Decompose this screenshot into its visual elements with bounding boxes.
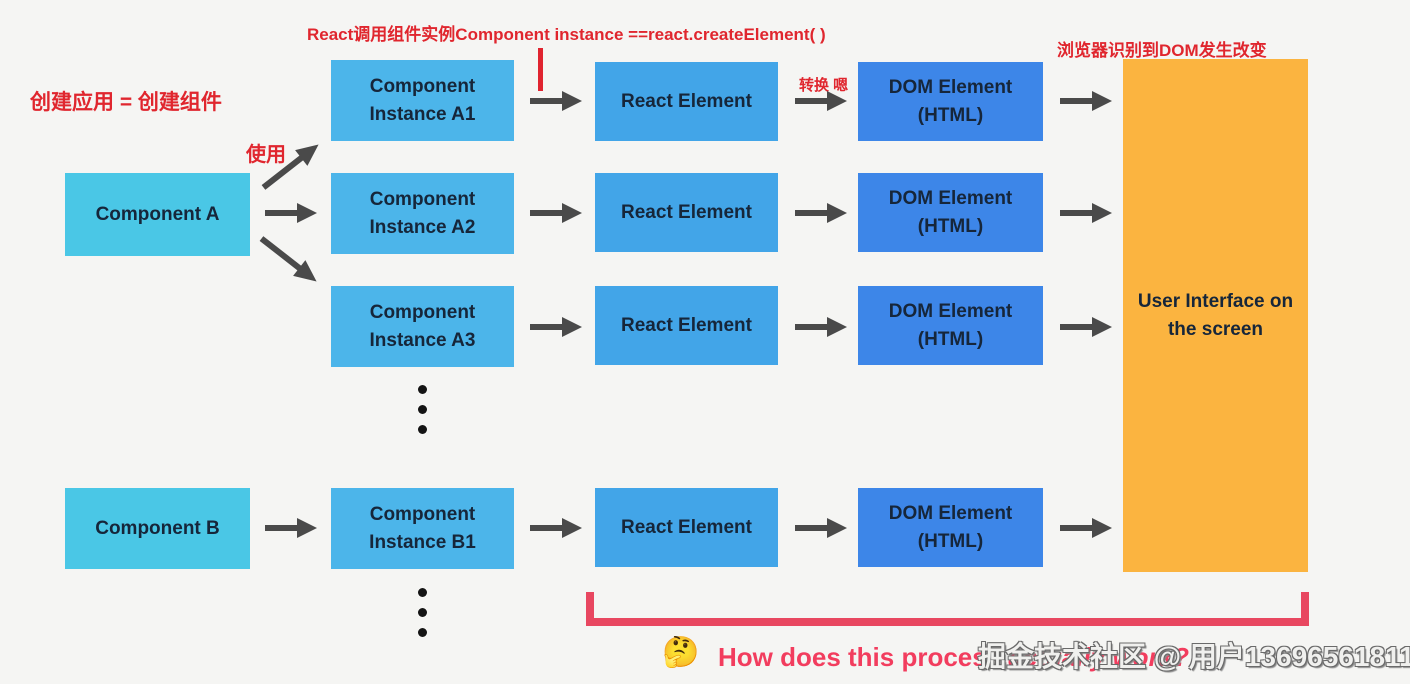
- footer-question-lead: How does this process: [718, 642, 1009, 672]
- arrow-icon: [530, 203, 582, 223]
- arrow-icon: [265, 518, 317, 538]
- ellipsis-dot: [418, 425, 427, 434]
- arrow-icon: [530, 518, 582, 538]
- user-interface-box: User Interface on the screen: [1123, 59, 1308, 572]
- annotation-use: 使用: [246, 144, 286, 166]
- react-element-box-3: React Element: [595, 286, 778, 365]
- component-instance-a3-box: Component Instance A3: [331, 286, 514, 367]
- arrow-icon: [795, 203, 847, 223]
- footer-question-emphasis: actually work?: [1008, 642, 1190, 672]
- arrow-icon: [1060, 518, 1112, 538]
- ellipsis-dot: [418, 385, 427, 394]
- arrow-icon: [530, 317, 582, 337]
- ellipsis-dot: [418, 588, 427, 597]
- arrow-icon: [795, 91, 847, 111]
- annotation-convert: 转换 嗯: [799, 77, 849, 94]
- component-a-box: Component A: [65, 173, 250, 256]
- annotation-browser-dom-change: 浏览器识别到DOM发生改变: [1057, 41, 1267, 60]
- annotation-react-call: React调用组件实例Component instance ==react.cr…: [307, 25, 826, 44]
- arrow-icon: [795, 317, 847, 337]
- arrow-icon: [1060, 203, 1112, 223]
- arrow-icon: [530, 91, 582, 111]
- arrow-icon: [1060, 91, 1112, 111]
- react-element-box-1: React Element: [595, 62, 778, 141]
- thinking-face-emoji: 🤔: [662, 636, 700, 669]
- red-pointer-line: [538, 48, 543, 91]
- react-element-box-2: React Element: [595, 173, 778, 252]
- component-instance-b1-box: Component Instance B1: [331, 488, 514, 569]
- ellipsis-dot: [418, 608, 427, 617]
- arrow-icon: [795, 518, 847, 538]
- component-instance-a1-box: Component Instance A1: [331, 60, 514, 141]
- dom-element-box-4: DOM Element (HTML): [858, 488, 1043, 567]
- arrow-icon: [255, 231, 322, 290]
- component-b-box: Component B: [65, 488, 250, 569]
- ellipsis-dot: [418, 405, 427, 414]
- footer-question: How does this process actually work?: [718, 642, 1189, 673]
- annotation-create-app: 创建应用 = 创建组件: [30, 91, 222, 114]
- arrow-icon: [257, 137, 324, 196]
- component-instance-a2-box: Component Instance A2: [331, 173, 514, 254]
- arrow-icon: [1060, 317, 1112, 337]
- arrow-icon: [265, 203, 317, 223]
- dom-element-box-2: DOM Element (HTML): [858, 173, 1043, 252]
- grouping-bracket: [586, 592, 1309, 626]
- watermark: 掘金技术社区 @ 用户136965618111: [978, 641, 1410, 672]
- dom-element-box-3: DOM Element (HTML): [858, 286, 1043, 365]
- react-element-box-4: React Element: [595, 488, 778, 567]
- dom-element-box-1: DOM Element (HTML): [858, 62, 1043, 141]
- ellipsis-dot: [418, 628, 427, 637]
